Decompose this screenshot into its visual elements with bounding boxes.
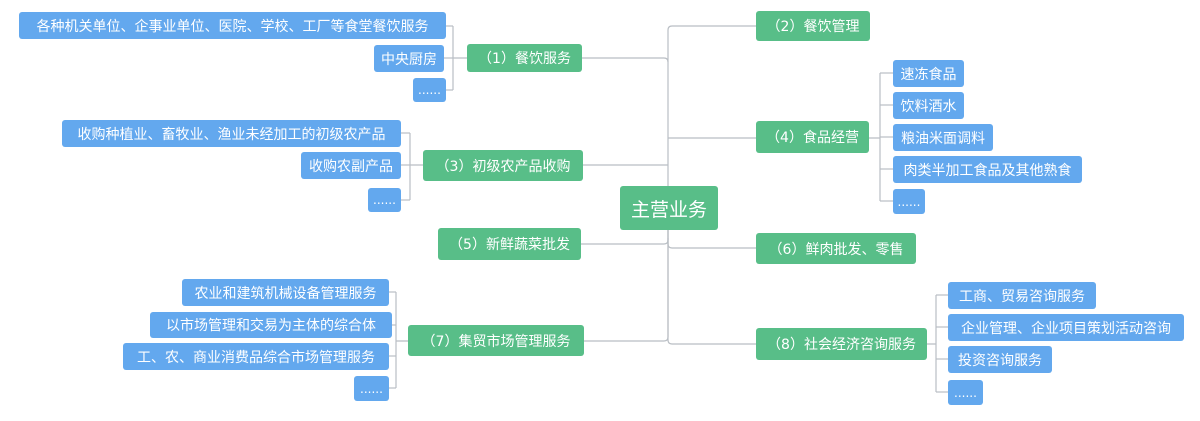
b8-item-1[interactable]: 工商、贸易咨询服务 bbox=[948, 282, 1096, 309]
b7-item-4[interactable]: ...... bbox=[354, 376, 389, 401]
center-topic[interactable]: 主营业务 bbox=[620, 186, 718, 230]
b4-item-1[interactable]: 速冻食品 bbox=[893, 60, 964, 87]
link-b1-trunk bbox=[452, 26, 467, 90]
b4-item-3[interactable]: 粮油米面调料 bbox=[893, 124, 993, 151]
b7-item-2[interactable]: 以市场管理和交易为主体的综合体 bbox=[150, 312, 392, 338]
category-b2[interactable]: （2）餐饮管理 bbox=[756, 11, 870, 41]
link-b8-trunk bbox=[927, 295, 937, 392]
b3-item-1[interactable]: 收购种植业、畜牧业、渔业未经加工的初级农产品 bbox=[62, 120, 401, 147]
category-b5[interactable]: （5）新鲜蔬菜批发 bbox=[438, 228, 581, 260]
b3-item-3[interactable]: ...... bbox=[368, 188, 401, 212]
b1-item-2[interactable]: 中央厨房 bbox=[374, 45, 444, 72]
category-b3[interactable]: （3）初级农产品收购 bbox=[423, 150, 583, 181]
link-center-b7 bbox=[584, 230, 669, 342]
b4-item-4[interactable]: 肉类半加工食品及其他熟食 bbox=[893, 156, 1082, 183]
link-center-b1 bbox=[582, 57, 669, 190]
b1-item-1[interactable]: 各种机关单位、企事业单位、医院、学校、工厂等食堂餐饮服务 bbox=[19, 12, 446, 39]
link-b7-trunk bbox=[395, 292, 408, 388]
b8-item-2[interactable]: 企业管理、企业项目策划活动咨询 bbox=[948, 314, 1184, 341]
link-b3-trunk bbox=[409, 133, 423, 200]
category-b8[interactable]: （8）社会经济咨询服务 bbox=[756, 328, 927, 360]
b1-item-3[interactable]: ...... bbox=[413, 78, 446, 102]
b4-item-5[interactable]: ...... bbox=[893, 189, 925, 214]
b4-item-2[interactable]: 饮料酒水 bbox=[893, 92, 964, 119]
link-center-b6 bbox=[667, 238, 756, 249]
category-b1[interactable]: （1）餐饮服务 bbox=[467, 44, 582, 72]
category-b7[interactable]: （7）集贸市场管理服务 bbox=[408, 325, 584, 356]
category-b6[interactable]: （6）鲜肉批发、零售 bbox=[756, 233, 916, 264]
link-b4-trunk bbox=[869, 73, 881, 201]
category-b4[interactable]: （4）食品经营 bbox=[756, 121, 869, 153]
b7-item-1[interactable]: 农业和建筑机械设备管理服务 bbox=[182, 279, 389, 306]
b8-item-3[interactable]: 投资咨询服务 bbox=[948, 346, 1052, 373]
b3-item-2[interactable]: 收购农副产品 bbox=[301, 152, 401, 179]
b7-item-3[interactable]: 工、农、商业消费品综合市场管理服务 bbox=[123, 343, 389, 370]
link-center-b2 bbox=[667, 25, 756, 62]
link-center-b8 bbox=[667, 230, 756, 345]
b8-item-4[interactable]: ...... bbox=[948, 380, 983, 405]
